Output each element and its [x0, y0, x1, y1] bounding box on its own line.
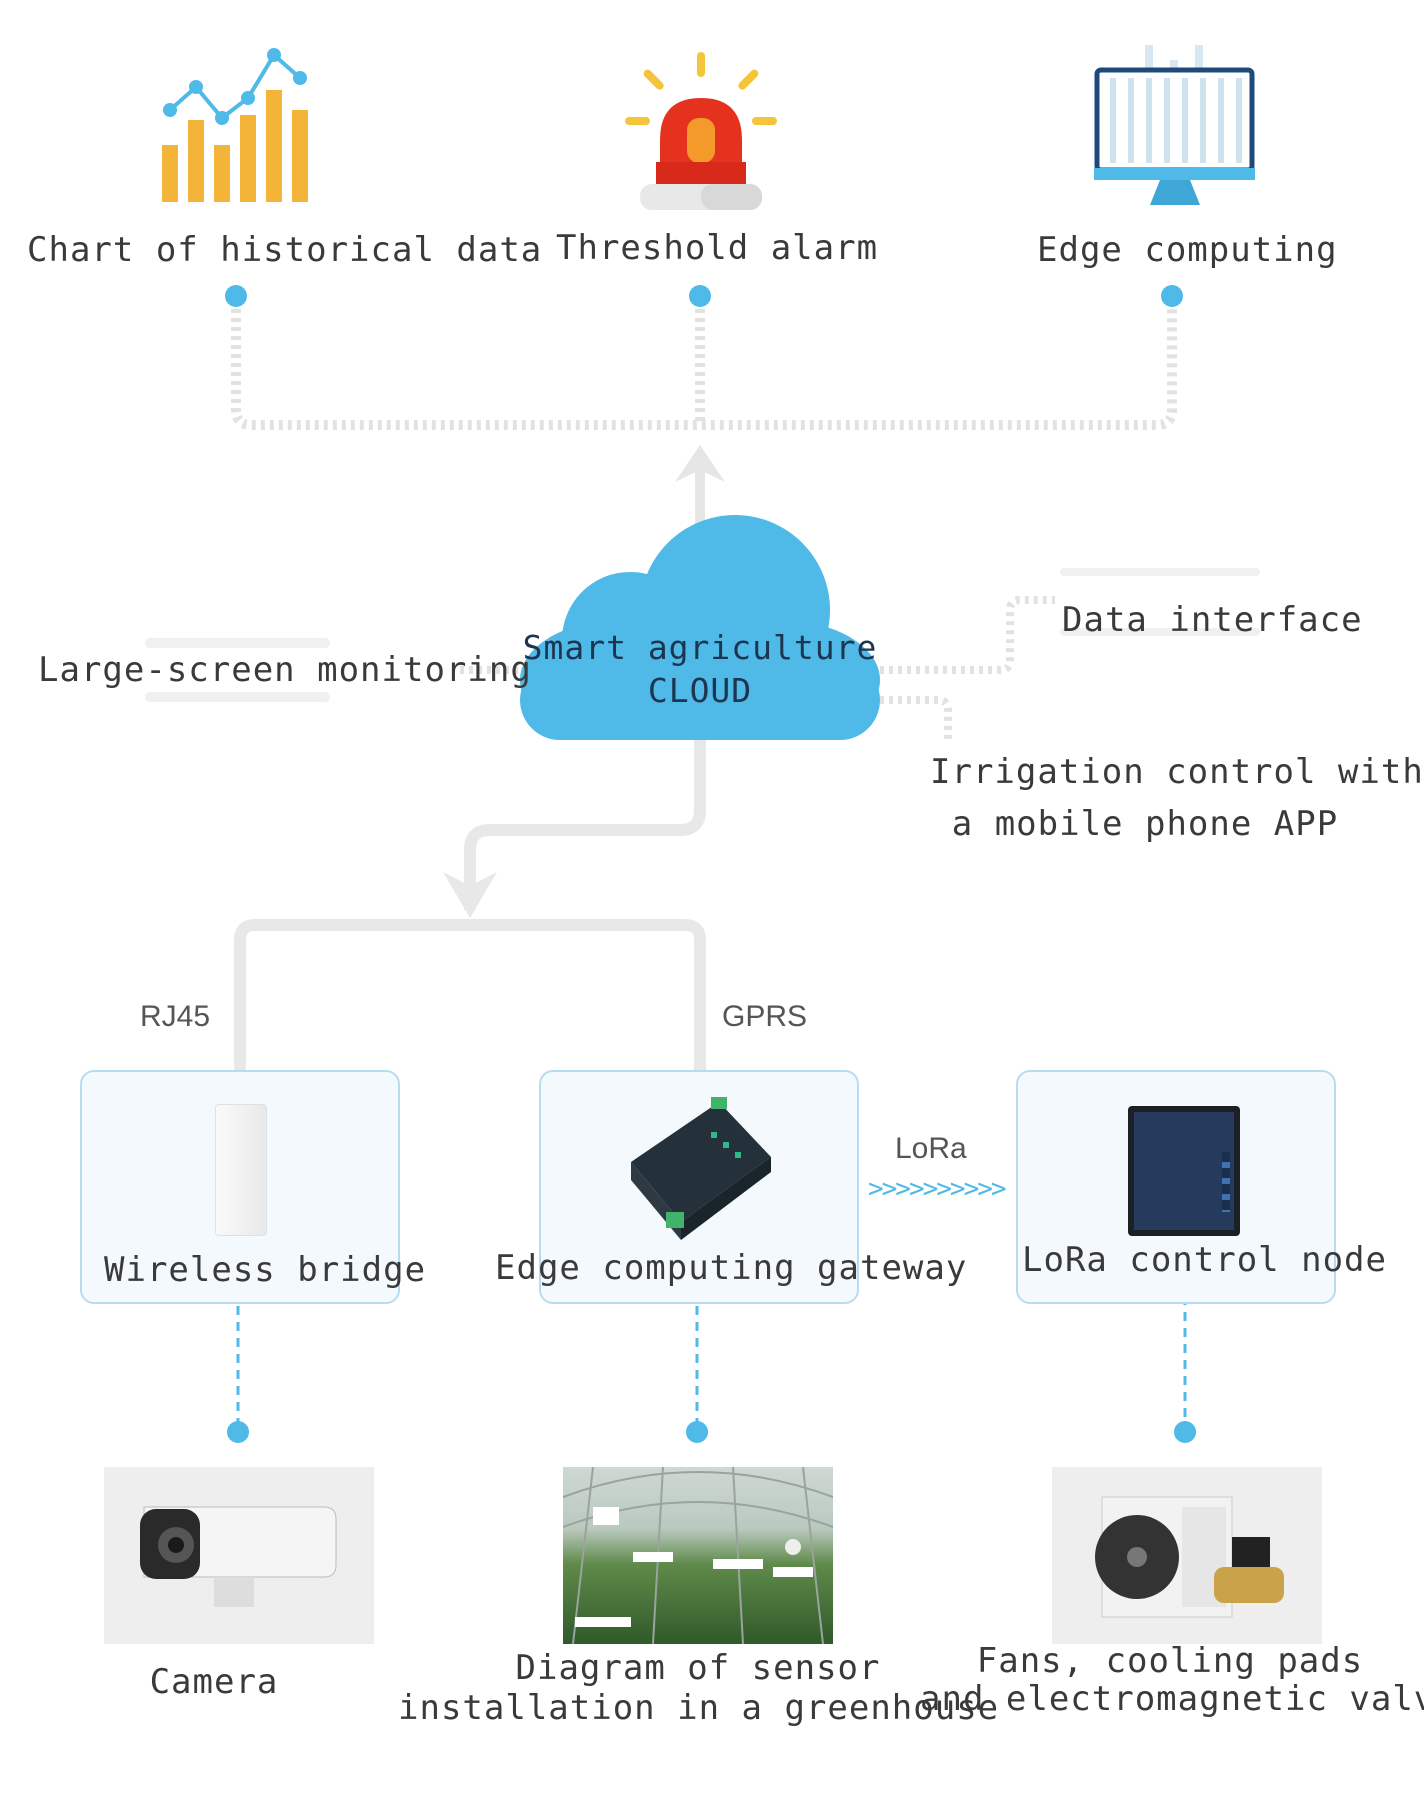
camera-icon	[140, 1506, 337, 1607]
lora-node-led-icon	[1222, 1152, 1230, 1212]
greenhouse-photo	[563, 1467, 833, 1644]
down-arrowhead	[443, 872, 497, 918]
device-dashed-connectors	[236, 1280, 1187, 1430]
gateway-device-icon	[631, 1097, 771, 1240]
up-arrowhead	[675, 445, 725, 482]
cloud-title: Smart agriculture CLOUD	[520, 628, 880, 710]
lora-node-device-icon	[1128, 1106, 1240, 1236]
irrigation-label-line2: a mobile phone APP	[951, 804, 1339, 844]
fans-dot	[1174, 1421, 1196, 1443]
rj45-label: RJ45	[140, 1000, 211, 1033]
monitor-icon	[1094, 45, 1255, 205]
irrigation-label-line1: Irrigation control with	[930, 752, 1424, 792]
fans-label-line1: Fans, cooling pads	[976, 1641, 1364, 1681]
sensor-label-line2: installation in a greenhouse	[398, 1688, 1000, 1728]
large-screen-label: Large-screen monitoring	[38, 650, 532, 690]
sensor-label-line1: Diagram of sensor	[515, 1648, 881, 1688]
fans-label: Fans, cooling pads and electromagnetic v…	[920, 1641, 1424, 1719]
irrigation-label: Irrigation control with a mobile phone A…	[930, 746, 1424, 850]
wireless-bridge-box[interactable]: Wireless bridge	[80, 1070, 425, 1304]
wireless-bridge-label: Wireless bridge	[104, 1250, 427, 1290]
history-chart-label: Chart of historical data	[27, 230, 543, 270]
cloud-down-connector	[234, 740, 706, 1070]
lora-node-box[interactable]: LoRa control node	[1016, 1070, 1386, 1304]
edge-gateway-box[interactable]: Edge computing gateway	[495, 1070, 966, 1304]
greenhouse-icon	[563, 1467, 833, 1644]
sensor-label: Diagram of sensor installation in a gree…	[398, 1648, 998, 1728]
lora-label: LoRa	[895, 1132, 967, 1165]
lora-chevrons-icon: >>>>>>>>>>	[868, 1174, 1007, 1204]
bar-chart-icon	[162, 48, 308, 202]
fans-label-line2: and electromagnetic valves	[920, 1679, 1424, 1719]
camera-label: Camera	[149, 1662, 279, 1702]
history-dot	[225, 285, 247, 307]
alarm-siren-icon	[625, 52, 777, 210]
fans-valves-icon	[1095, 1496, 1284, 1618]
alarm-dot	[689, 285, 711, 307]
camera-dot	[227, 1421, 249, 1443]
lora-node-label: LoRa control node	[1022, 1240, 1387, 1280]
edge-computing-label: Edge computing	[1037, 230, 1338, 270]
camera-photo	[104, 1467, 374, 1644]
fans-valves-photo	[1052, 1467, 1322, 1644]
wireless-bridge-device-icon	[215, 1104, 267, 1236]
cloud-title-line1: Smart agriculture	[522, 628, 878, 667]
gprs-label: GPRS	[722, 1000, 808, 1033]
label-decor	[145, 568, 1260, 702]
cloud-title-line2: CLOUD	[647, 671, 753, 710]
top-dotted-connectors	[231, 300, 1177, 430]
edge-gateway-label: Edge computing gateway	[495, 1248, 968, 1288]
sensor-dot	[686, 1421, 708, 1443]
side-dotted-connectors	[460, 596, 1055, 740]
edge-dot	[1161, 285, 1183, 307]
threshold-alarm-label: Threshold alarm	[556, 228, 879, 268]
data-interface-label: Data interface	[1062, 600, 1363, 640]
